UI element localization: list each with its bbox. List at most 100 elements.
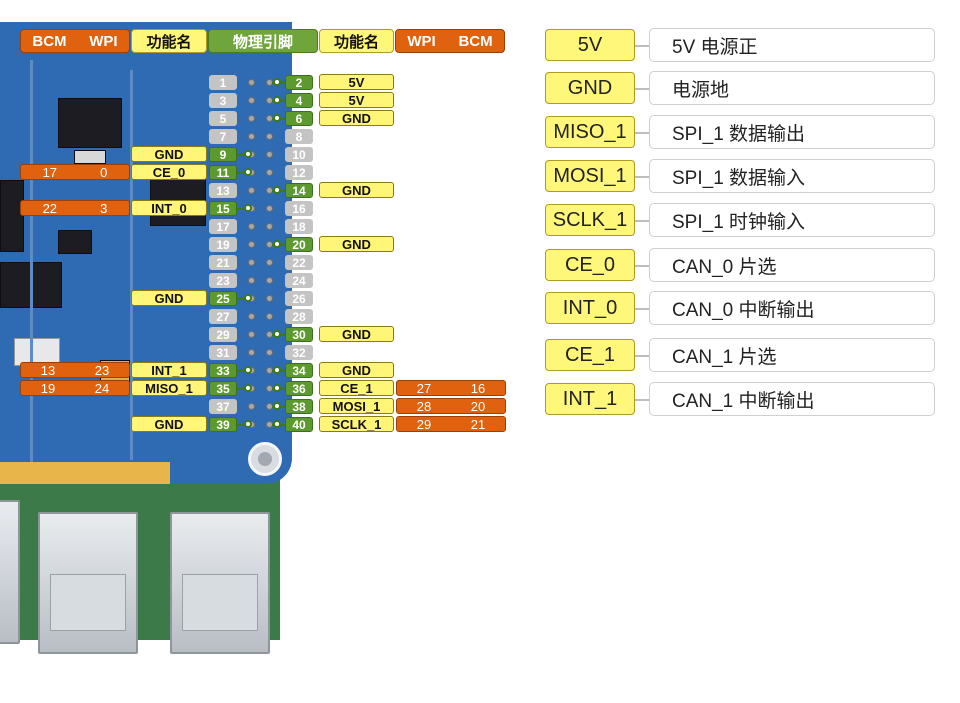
pin-14: 14	[285, 183, 313, 198]
pin-ring	[273, 240, 281, 248]
legend-signal: MISO_1	[545, 116, 635, 148]
header-pin-dot	[266, 151, 273, 158]
legend-description: CAN_0 中断输出	[649, 291, 935, 325]
header-pin-dot	[248, 313, 255, 320]
inductor	[14, 338, 60, 366]
pin-ring	[244, 420, 252, 428]
legend-connector	[635, 45, 649, 47]
trace	[30, 60, 33, 480]
pin-13: 13	[209, 183, 237, 198]
legend-connector	[635, 308, 649, 310]
pin-5: 5	[209, 111, 237, 126]
header-pin-dot	[248, 115, 255, 122]
legend-connector	[635, 176, 649, 178]
header-pin-dot	[248, 403, 255, 410]
pin-ring	[273, 384, 281, 392]
legend-description: CAN_1 片选	[649, 338, 935, 372]
wpi-number: 24	[94, 380, 110, 396]
function-label-right: 5V	[319, 92, 394, 108]
pin-ring	[244, 168, 252, 176]
legend-signal: INT_0	[545, 292, 635, 324]
legend-description: SPI_1 数据输出	[649, 115, 935, 149]
pin-ring	[244, 384, 252, 392]
ethernet-port	[0, 500, 20, 644]
header-pin-dot	[266, 259, 273, 266]
pin-15: 15	[209, 201, 237, 216]
usb-port	[38, 512, 138, 654]
wpi-bcm-right: 29 21	[396, 416, 506, 432]
pin-11: 11	[209, 165, 237, 180]
legend-description: CAN_1 中断输出	[649, 382, 935, 416]
header-pin-dot	[248, 223, 255, 230]
header-pin-dot	[266, 295, 273, 302]
header-pin-dot	[248, 349, 255, 356]
header-pin-dot	[266, 133, 273, 140]
function-label-right: GND	[319, 326, 394, 342]
function-label-right: 5V	[319, 74, 394, 90]
pin-40: 40	[285, 417, 313, 432]
pin-32: 32	[285, 345, 313, 360]
legend-description: SPI_1 数据输入	[649, 159, 935, 193]
header-function-right: 功能名	[319, 29, 394, 53]
header-pin-dot	[248, 277, 255, 284]
bcm-number: 21	[470, 416, 486, 432]
chip	[0, 180, 24, 252]
pin-29: 29	[209, 327, 237, 342]
legend-signal: CE_0	[545, 249, 635, 281]
pin-38: 38	[285, 399, 313, 414]
pin-18: 18	[285, 219, 313, 234]
header-pin-dot	[248, 97, 255, 104]
pin-lead	[237, 370, 249, 372]
header-physical-pin: 物理引脚	[208, 29, 318, 53]
legend-connector	[635, 355, 649, 357]
pin-ring	[273, 366, 281, 374]
header-wpi-label: WPI	[89, 32, 118, 50]
pin-19: 19	[209, 237, 237, 252]
pin-27: 27	[209, 309, 237, 324]
pin-22: 22	[285, 255, 313, 270]
pin-39: 39	[209, 417, 237, 432]
pin-ring	[244, 204, 252, 212]
pin-7: 7	[209, 129, 237, 144]
pin-ring	[244, 366, 252, 374]
wpi-number: 29	[416, 416, 432, 432]
pin-21: 21	[209, 255, 237, 270]
header-pin-dot	[248, 79, 255, 86]
pin-ring	[244, 294, 252, 302]
header-pin-dot	[266, 223, 273, 230]
pin-3: 3	[209, 93, 237, 108]
pin-31: 31	[209, 345, 237, 360]
header-pin-dot	[266, 277, 273, 284]
legend-signal: 5V	[545, 29, 635, 61]
bcm-number: 20	[470, 398, 486, 414]
pin-header-strip	[0, 462, 170, 484]
header-pin-dot	[248, 187, 255, 194]
hat-board-illustration	[0, 0, 300, 703]
mounting-screw	[248, 442, 282, 476]
function-label-right: GND	[319, 236, 394, 252]
pin-9: 9	[209, 147, 237, 162]
pin-lead	[237, 388, 249, 390]
function-label-left: CE_0	[131, 164, 207, 180]
header-pin-dot	[266, 313, 273, 320]
pin-lead	[237, 208, 249, 210]
pin-34: 34	[285, 363, 313, 378]
pin-lead	[237, 154, 249, 156]
header-wpi-label: WPI	[407, 32, 436, 50]
chip	[58, 98, 122, 148]
header-bcm-label: BCM	[32, 32, 67, 50]
pin-8: 8	[285, 129, 313, 144]
pin-30: 30	[285, 327, 313, 342]
pin-16: 16	[285, 201, 313, 216]
pin-36: 36	[285, 381, 313, 396]
function-label-right: SCLK_1	[319, 416, 394, 432]
legend-description: SPI_1 时钟输入	[649, 203, 935, 237]
bcm-number: 19	[40, 380, 56, 396]
header-pin-dot	[266, 205, 273, 212]
wpi-number: 27	[416, 380, 432, 396]
pin-ring	[273, 186, 281, 194]
header-pin-dot	[266, 169, 273, 176]
bcm-number: 17	[42, 164, 58, 180]
